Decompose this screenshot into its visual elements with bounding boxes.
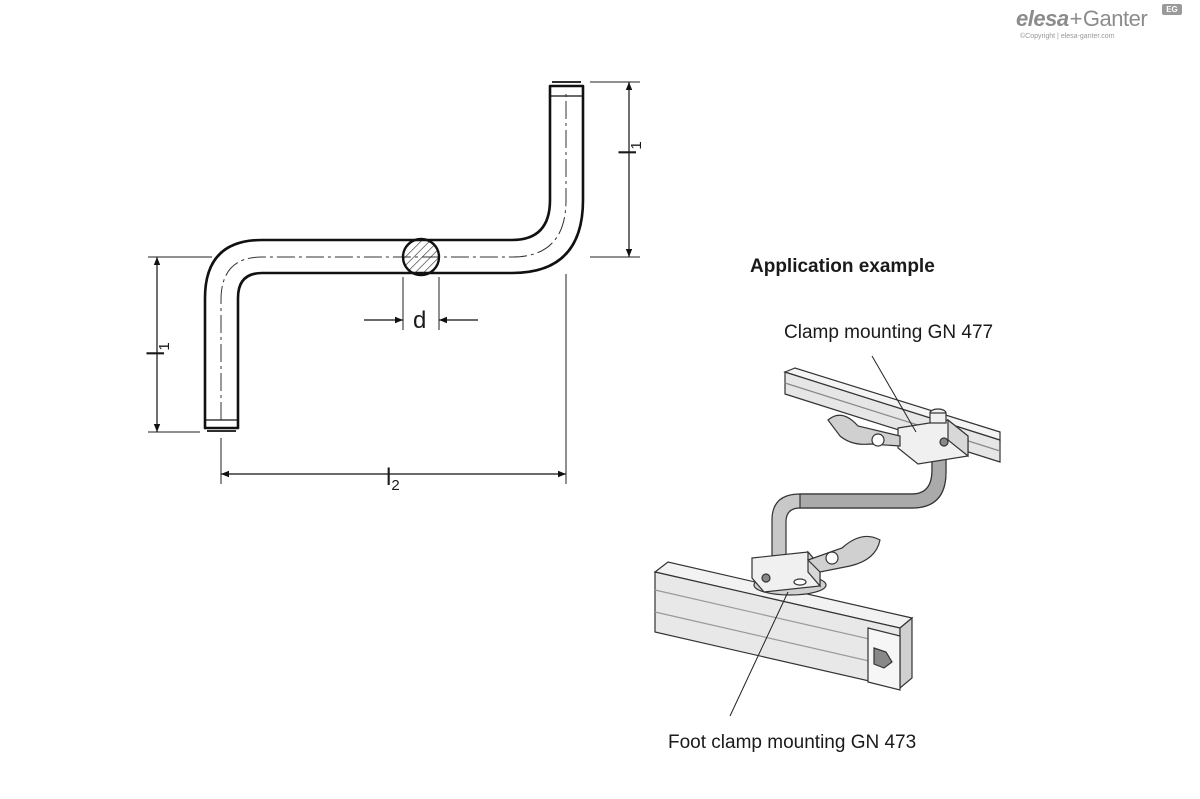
logo-brand-right: Ganter <box>1082 6 1148 31</box>
clamp-mounting-label: Clamp mounting GN 477 <box>784 322 994 343</box>
cross-section <box>401 237 441 277</box>
dim-l1-left-subscript: 1 <box>156 342 173 351</box>
dim-l1-right-subscript: 1 <box>628 141 645 150</box>
application-illustration <box>653 355 1001 717</box>
center-line <box>220 90 567 420</box>
foot-clamp-mounting <box>751 535 881 596</box>
dim-l2-symbol: l <box>386 464 392 491</box>
dimension-lines <box>153 82 633 478</box>
dim-l2: l2 <box>386 466 400 498</box>
dim-d: d <box>413 307 427 334</box>
dim-l1-left-symbol: l <box>143 350 170 356</box>
logo-copyright: ©Copyright | elesa-ganter.com <box>1020 33 1115 40</box>
elesa-ganter-logo: elesa+Ganter EG ©Copyright | elesa-gante… <box>1016 4 1186 50</box>
application-example-title: Application example <box>750 256 935 277</box>
dim-l1-left: l1 <box>143 342 177 356</box>
leader-foot <box>729 591 789 717</box>
dim-l1-right: l1 <box>615 141 649 155</box>
crank-handle-outline <box>203 84 585 430</box>
leader-clamp <box>871 355 917 433</box>
logo-plus: + <box>1069 6 1083 31</box>
logo-badge: EG <box>1162 4 1182 15</box>
dim-l2-subscript: 2 <box>391 477 400 494</box>
dim-l1-right-symbol: l <box>615 149 642 155</box>
logo-wordmark: elesa+Ganter <box>1016 6 1148 32</box>
foot-clamp-mounting-label: Foot clamp mounting GN 473 <box>668 732 917 753</box>
logo-brand-left: elesa <box>1016 6 1069 31</box>
